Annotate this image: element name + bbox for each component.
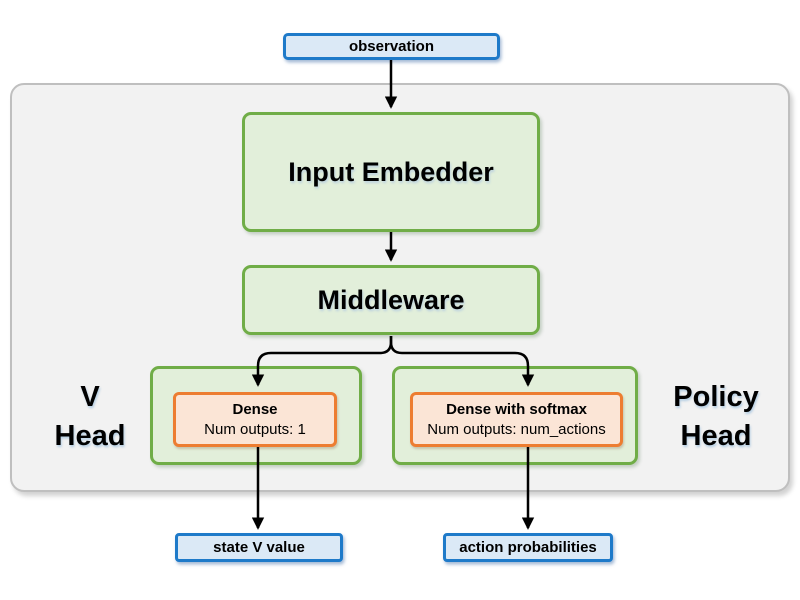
v-head-label-line2: Head xyxy=(54,420,126,452)
policy-dense-node: Dense with softmax Num outputs: num_acti… xyxy=(410,392,623,447)
observation-node: observation xyxy=(283,33,500,60)
policy-dense-title: Dense with softmax xyxy=(446,400,587,418)
state-v-value-node: state V value xyxy=(175,533,343,562)
middleware-node: Middleware xyxy=(242,265,540,335)
state-v-value-label: state V value xyxy=(213,539,305,556)
policy-head-label-line1: Policy xyxy=(673,381,759,413)
v-head-label: V Head xyxy=(35,378,145,456)
input-embedder-label: Input Embedder xyxy=(288,156,494,187)
v-dense-node: Dense Num outputs: 1 xyxy=(173,392,337,447)
v-dense-title: Dense xyxy=(232,400,278,418)
action-probabilities-node: action probabilities xyxy=(443,533,613,562)
input-embedder-node: Input Embedder xyxy=(242,112,540,232)
v-head-label-line1: V xyxy=(80,381,100,413)
middleware-label: Middleware xyxy=(317,284,465,315)
v-dense-subtitle: Num outputs: 1 xyxy=(204,420,306,438)
policy-dense-subtitle: Num outputs: num_actions xyxy=(427,420,606,438)
observation-label: observation xyxy=(348,38,435,55)
policy-head-label-line2: Head xyxy=(680,420,752,452)
policy-head-label: Policy Head xyxy=(650,378,782,456)
action-probabilities-label: action probabilities xyxy=(459,539,597,556)
